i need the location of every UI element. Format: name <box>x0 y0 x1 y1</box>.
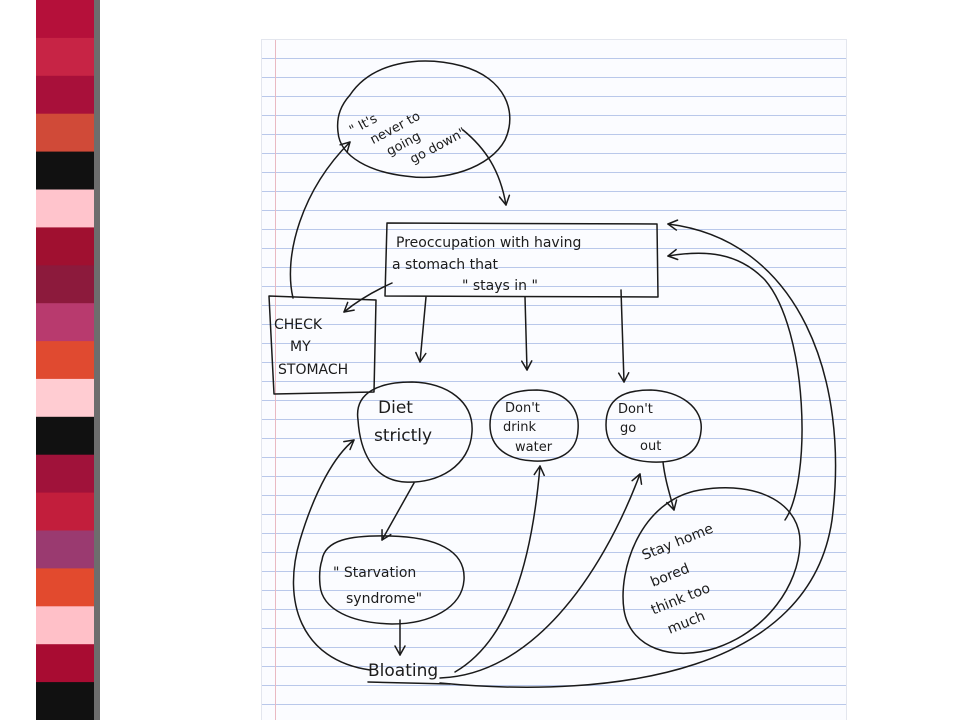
arrow-preoccupation-to-check <box>343 282 393 313</box>
stripe-segment <box>36 606 94 645</box>
diet-text: Diet strictly <box>374 398 432 446</box>
stripe-segment <box>36 113 94 153</box>
arrow-check-to-bubble <box>289 141 351 299</box>
stay-home-line-2: bored <box>648 561 691 591</box>
stripe-segment <box>36 378 94 418</box>
decorative-stripe-bar <box>36 0 100 720</box>
arrow-stay-home-to-preoccupation <box>667 248 803 521</box>
stripe-segment <box>36 75 94 115</box>
preoccupation-line-3: " stays in " <box>462 278 538 294</box>
stay-home-line-4: much <box>665 608 707 637</box>
thought-bubble-text: " It's never to going go down" <box>347 78 469 187</box>
stripe-segment <box>36 644 94 683</box>
arrow-diet-to-starvation <box>381 482 415 541</box>
stripe-segment <box>36 454 94 494</box>
starvation-circle <box>318 535 465 625</box>
dont-drink-text: Don't drink water <box>503 401 553 455</box>
thought-line-4: go down" <box>408 125 469 167</box>
preoccupation-line-1: Preoccupation with having <box>396 235 581 251</box>
arrow-dont-go-out-to-stay-home <box>662 461 678 511</box>
dont-drink-line-1: Don't <box>505 401 540 416</box>
stripe-segment <box>36 0 94 39</box>
check-line-2: MY <box>290 339 311 355</box>
dont-drink-line-3: water <box>515 440 553 455</box>
starvation-line-1: " Starvation <box>333 565 416 581</box>
check-stomach-text: CHECK MY STOMACH <box>274 317 348 378</box>
stripe-segment <box>36 227 94 266</box>
stay-home-line-1: Stay home <box>640 521 716 564</box>
arrow-bloating-to-preoccupation <box>439 219 837 688</box>
dont-go-out-text: Don't go out <box>618 402 661 454</box>
starvation-text: " Starvation syndrome" <box>333 565 422 607</box>
bloating-underline <box>367 681 451 685</box>
stripe-segment <box>36 151 94 190</box>
stripe-segment <box>36 530 94 569</box>
stripe-segment <box>36 341 94 380</box>
preoccupation-text: Preoccupation with having a stomach that… <box>392 235 586 294</box>
dont-go-out-line-1: Don't <box>618 402 653 417</box>
stay-home-text: Stay home bored think too much <box>629 519 749 641</box>
preoccupation-box-outline <box>384 222 659 298</box>
bloating-text: Bloating <box>368 661 438 681</box>
arrow-preoccupation-to-dont-drink <box>521 296 533 371</box>
stripe-segment <box>36 265 94 304</box>
notebook-paper <box>262 40 846 720</box>
arrow-bloating-to-dont-drink <box>454 465 545 673</box>
dont-go-out-line-2: go <box>620 421 636 436</box>
thought-bubble-outline <box>336 60 511 179</box>
check-stomach-box-outline <box>268 295 377 395</box>
stripe-segment <box>36 682 94 720</box>
stripe-segment <box>36 189 94 228</box>
diet-line-2: strictly <box>374 426 432 446</box>
stripe-segment <box>36 492 94 531</box>
arrow-bubble-to-preoccupation <box>462 129 511 206</box>
stripe-shadow-edge <box>94 0 100 720</box>
stripe-segment <box>36 568 94 607</box>
check-line-3: STOMACH <box>278 362 348 378</box>
diet-line-1: Diet <box>378 398 413 418</box>
stripe-segment <box>36 303 94 342</box>
arrow-preoccupation-to-diet <box>415 296 427 363</box>
dont-drink-line-2: drink <box>503 420 536 435</box>
arrow-bloating-to-diet <box>292 439 371 671</box>
arrow-preoccupation-to-dont-go-out <box>617 289 630 383</box>
stay-home-circle <box>622 487 801 655</box>
dont-go-out-line-3: out <box>640 439 661 454</box>
stripe-segment <box>36 416 94 456</box>
dont-go-out-circle <box>605 389 702 463</box>
stripe-segment <box>36 37 94 77</box>
dont-drink-circle <box>489 389 579 462</box>
starvation-line-2: syndrome" <box>346 591 422 607</box>
arrow-bloating-to-dont-go-out <box>439 473 643 679</box>
diet-circle <box>356 381 473 483</box>
check-line-1: CHECK <box>274 317 323 333</box>
preoccupation-line-2: a stomach that <box>392 257 499 273</box>
